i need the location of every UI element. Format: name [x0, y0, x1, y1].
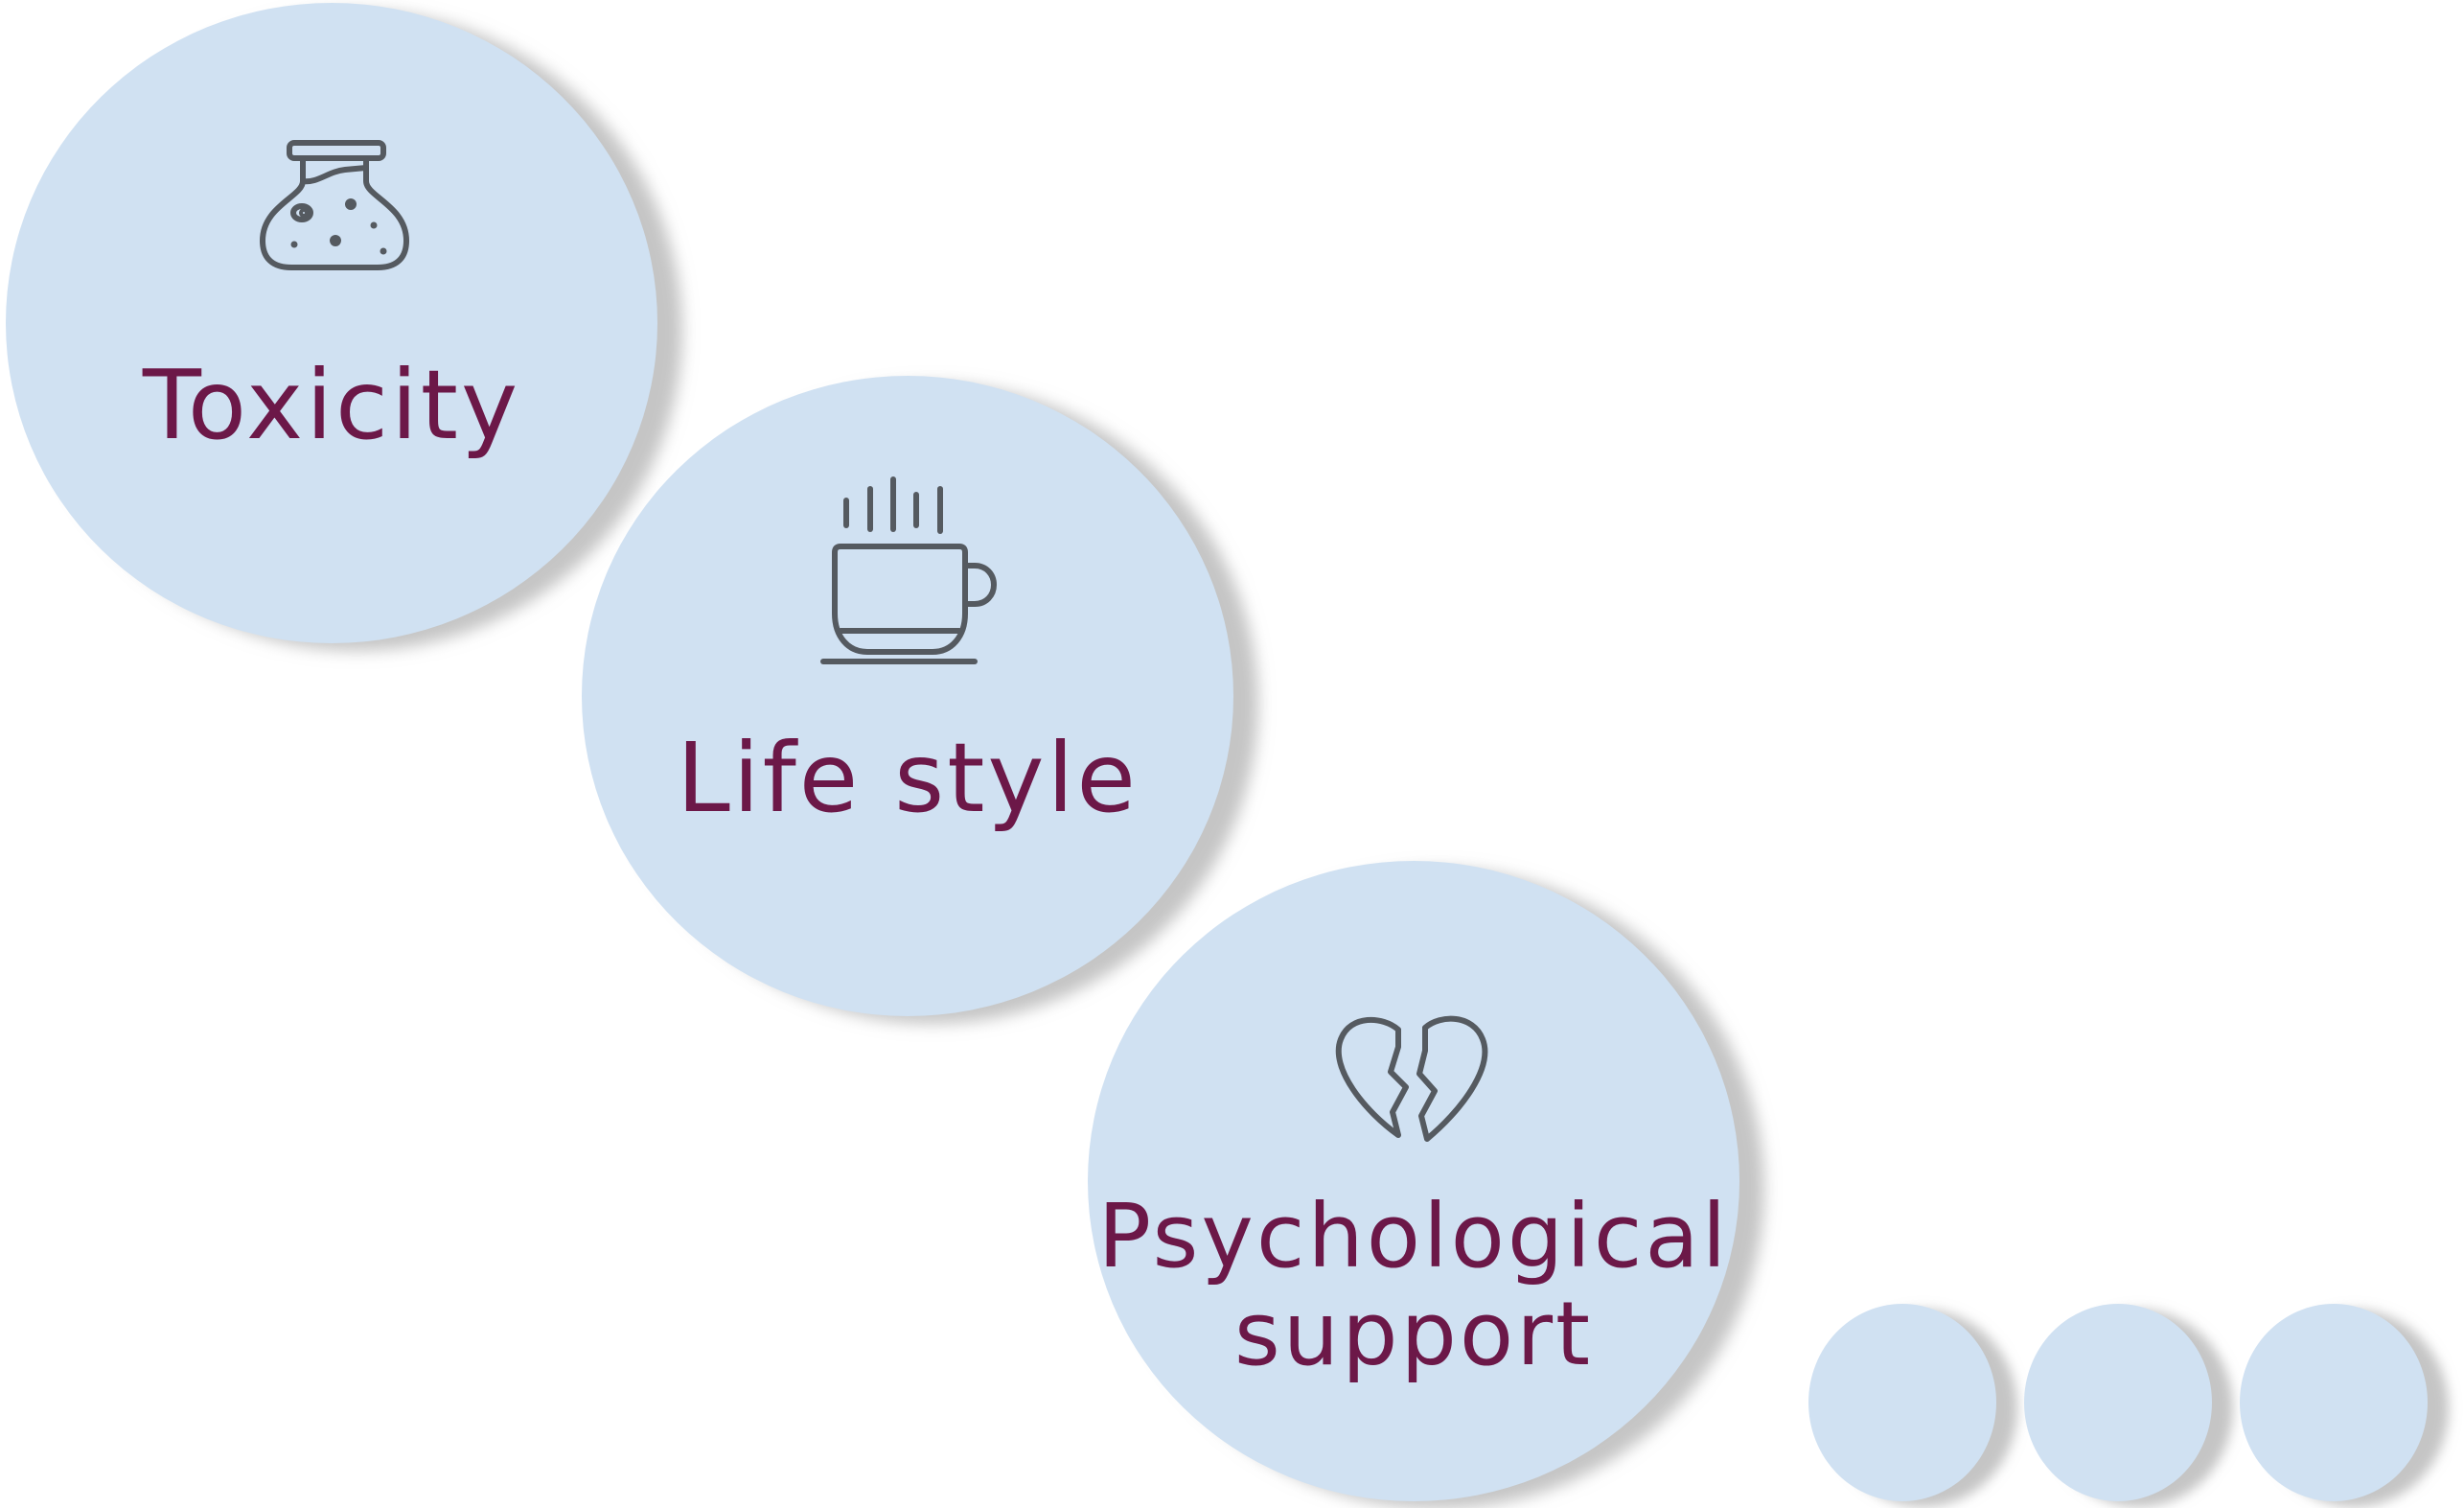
- more-dot-1: [1808, 1304, 1996, 1501]
- life-style-node: Life style: [582, 376, 1233, 1016]
- psychological-label-line2: support: [1233, 1283, 1594, 1385]
- coffee-cup-icon: [820, 476, 997, 664]
- broken-heart-icon: [1335, 1015, 1488, 1142]
- toxicity-label: Toxicity: [142, 349, 521, 461]
- more-dot-3: [2240, 1304, 2428, 1501]
- life-style-label: Life style: [677, 722, 1139, 834]
- psychological-support-node: Psychological support: [1088, 861, 1739, 1501]
- toxicity-node: Toxicity: [6, 3, 657, 643]
- flask-icon: [260, 140, 409, 270]
- psychological-label-line1: Psychological: [1097, 1185, 1730, 1288]
- more-dot-2: [2024, 1304, 2212, 1501]
